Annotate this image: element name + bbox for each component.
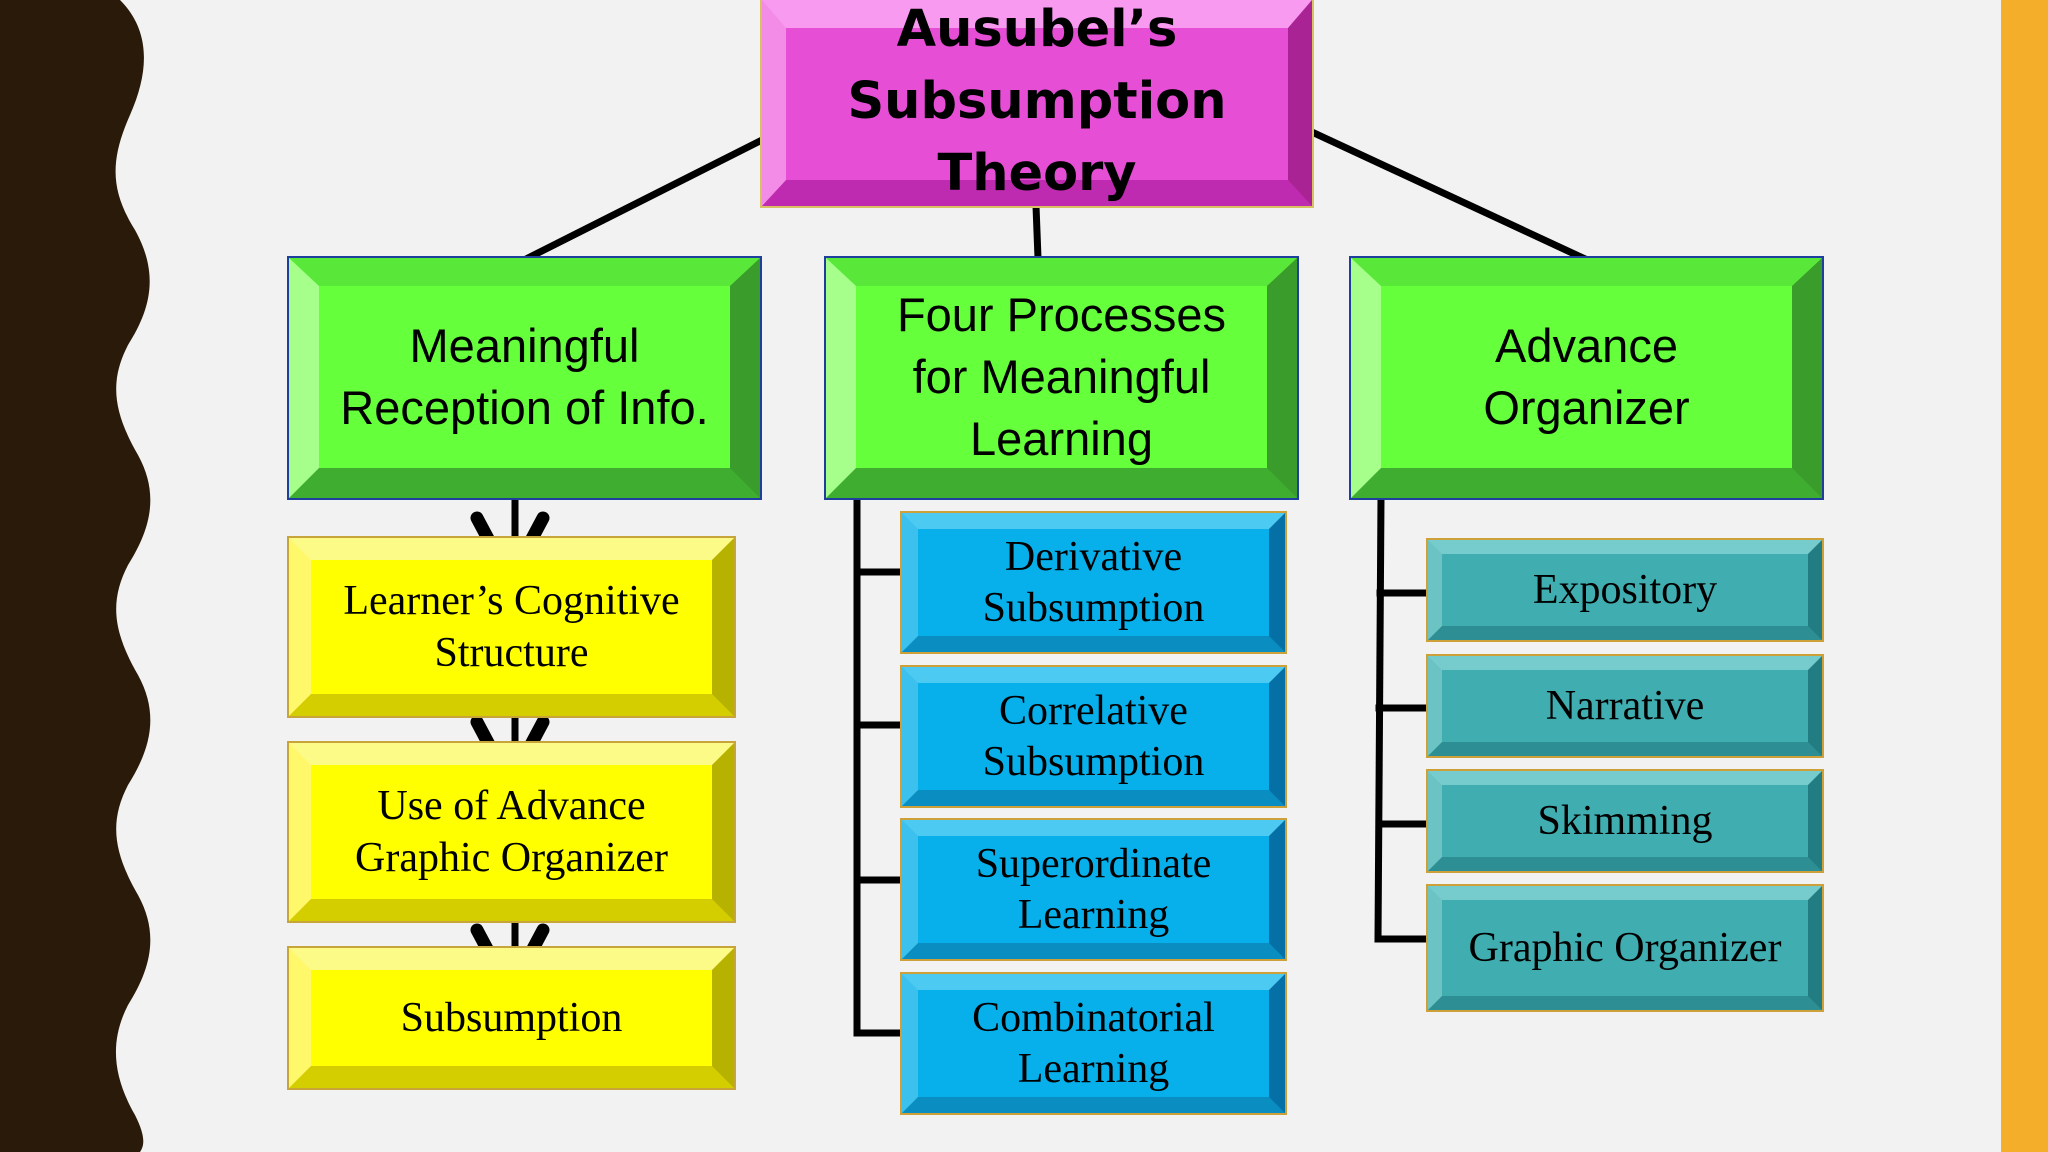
branch-3-label: Advance Organizer [1483,319,1690,434]
branch-2-item-1: Derivative Subsumption [902,513,1285,652]
title-to-branch-3-line [1307,127,1588,263]
step-2-label: Use of Advance Graphic Organizer [355,783,668,881]
branch-1-step-3: Subsumption [289,948,734,1088]
step-3-label: Subsumption [400,995,623,1041]
branch-1-label: Meaningful Reception of Info. [340,319,709,434]
branch-1-box: Meaningful Reception of Info. [289,258,760,498]
branch-3-item-1: Expository [1428,540,1822,640]
branch-2-label: Four Processes for Meaningful Learning [896,288,1227,465]
branch-3-item-1-label: Expository [1532,566,1718,613]
branch-2-box: Four Processes for Meaningful Learning [826,258,1297,498]
branch-3-item-4-label: Graphic Organizer [1468,924,1782,971]
title-box: Ausubel’s Subsumption Theory [762,0,1312,206]
branch-3-item-2: Narrative [1428,656,1822,756]
branch-2-item-2: Correlative Subsumption [902,667,1285,806]
right-accent-bar [2001,0,2048,1152]
branch-3-item-3: Skimming [1428,771,1822,871]
branch-2-item-1-label: Derivative Subsumption [982,533,1205,631]
branch-2-item-3-label: Superordinate Learning [975,840,1212,938]
branch-2-item-2-label: Correlative Subsumption [982,687,1205,785]
step-1-label: Learner’s Cognitive Structure [343,578,680,676]
branch-3-item-3-label: Skimming [1537,797,1713,844]
branch-1-step-2: Use of Advance Graphic Organizer [289,743,734,921]
branch-3-item-2-label: Narrative [1545,682,1705,729]
branch-3-box: Advance Organizer [1351,258,1822,498]
title-to-branch-2-line [1032,202,1042,262]
diagram-title: Ausubel’s Subsumption Theory [847,0,1227,203]
branch-3-spine-line [1374,494,1385,943]
title-to-branch-1-line [523,135,767,263]
branch-2-item-4-label: Combinatorial Learning [972,994,1215,1092]
branch-3-item-4: Graphic Organizer [1428,886,1822,1010]
branch-2-item-4: Combinatorial Learning [902,974,1285,1113]
left-wave-border [0,0,151,1152]
branch-1-step-1: Learner’s Cognitive Structure [289,538,734,716]
branch-2-item-3: Superordinate Learning [902,820,1285,959]
